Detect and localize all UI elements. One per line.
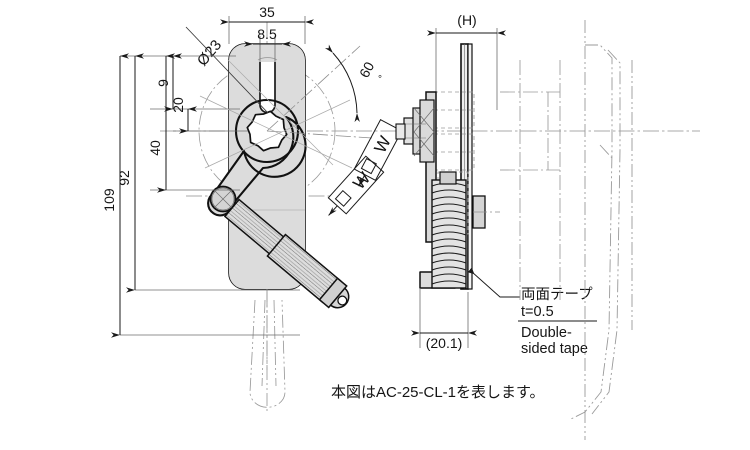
callout-en-line-1: Double- xyxy=(521,325,572,341)
front-projection-lines xyxy=(199,59,353,169)
side-view-group: (H) xyxy=(395,12,700,440)
dimension-20-label: 20 xyxy=(170,97,186,113)
dimension-8-5: 8.5 xyxy=(244,26,291,62)
dimension-40-label: 40 xyxy=(147,140,163,156)
dimension-35: 35 xyxy=(220,4,314,44)
phantom-door-profile xyxy=(568,20,633,440)
dimension-35-label: 35 xyxy=(259,4,275,20)
slot-top-arc xyxy=(257,57,278,61)
dimension-109-label: 109 xyxy=(101,188,117,212)
dimension-H: (H) xyxy=(427,12,506,140)
dimension-92-label: 92 xyxy=(116,170,132,186)
footnote-text: 本図はAC-25-CL-1を表します。 xyxy=(331,384,545,401)
dimension-8-5-label: 8.5 xyxy=(257,26,277,42)
front-view-group: 35 8.5 Ø23 9 xyxy=(101,4,430,412)
callout-jp-line-2: t=0.5 xyxy=(521,304,554,320)
callout-jp-line-1: 両面テープ xyxy=(521,286,593,303)
double-sided-tape-strip xyxy=(467,43,473,290)
dimension-20-1: (20.1) xyxy=(411,288,477,351)
phantom-handle-open xyxy=(249,289,286,412)
vertical-dimension-stack: 9 20 40 92 109 xyxy=(101,53,300,338)
dimension-angle-60: 60 ° xyxy=(266,44,389,139)
double-sided-tape-callout: 両面テープ t=0.5 Double- sided tape xyxy=(467,267,597,357)
lever-label-w-upper-text: W xyxy=(370,133,394,156)
spindle-bolt-assembly xyxy=(395,99,435,163)
dimension-9-label: 9 xyxy=(155,79,171,87)
latch-tongue xyxy=(472,195,500,229)
dimension-20-1-label: (20.1) xyxy=(426,335,463,351)
dimension-H-label: (H) xyxy=(457,12,476,28)
dimension-angle-unit: ° xyxy=(377,73,389,82)
side-knurled-handle xyxy=(431,171,467,289)
dimension-angle-60-label: 60 xyxy=(356,59,378,80)
knurled-handle xyxy=(223,198,350,309)
callout-en-line-2: sided tape xyxy=(521,341,588,357)
side-reference-lines xyxy=(500,60,561,300)
